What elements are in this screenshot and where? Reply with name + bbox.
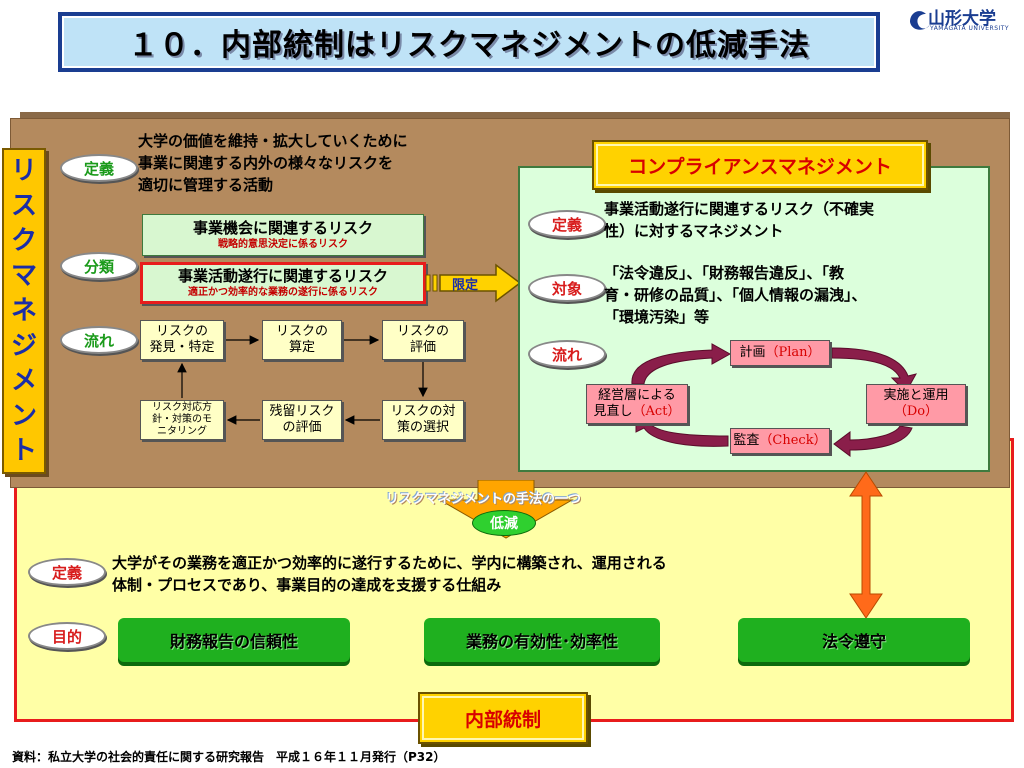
pdca-check-ja: 監査: [733, 433, 760, 448]
business-opportunity-risk-title: 事業機会に関連するリスク: [192, 219, 373, 237]
compliance-title: コンプライアンスマネジメント: [596, 144, 924, 186]
cycle-arrow-do-check: [833, 425, 913, 457]
flow-monitor-box: リスク対応方針・対策のモニタリング: [140, 400, 224, 440]
pdca-do-en: （Do）: [893, 404, 939, 419]
rm-definition-tag: 定義: [60, 154, 138, 182]
flow-line: の評価: [282, 420, 322, 435]
vertical-char: ク: [10, 225, 37, 256]
cm-definition-text: 事業活動遂行に関連するリスク（不確実 性）に対するマネジメント: [604, 198, 974, 242]
cm-target-line: 育・研修の品質」、「個人情報の漏洩」、: [604, 286, 867, 304]
purpose-legal-compliance: 法令遵守: [738, 618, 970, 662]
flow-line: 算定: [288, 340, 315, 355]
business-opportunity-risk-box: 事業機会に関連するリスク 戦略的意思決定に係るリスク: [142, 214, 424, 256]
vertical-char: ジ: [10, 330, 37, 361]
business-activity-risk-title: 事業活動遂行に関連するリスク: [177, 267, 388, 285]
cm-target-text: 「法令違反」、「財務報告違反」、「教 育・研修の品質」、「個人情報の漏洩」、 「…: [604, 262, 984, 328]
flow-line: リスクの: [155, 324, 208, 339]
double-arrow-icon: [849, 471, 883, 619]
university-name: 山形大学: [928, 9, 996, 29]
ic-definition-tag: 定義: [28, 558, 106, 586]
pdca-act-en: （Act）: [632, 404, 681, 419]
pdca-plan-ja: 計画: [739, 345, 766, 360]
pdca-act-box: 経営層による見直し（Act）: [586, 384, 688, 424]
source-note: 資料：私立大学の社会的責任に関する研究報告 平成１６年１１月発行（P32）: [12, 750, 446, 764]
pdca-do-ja: 実施と運用: [883, 388, 949, 403]
university-name-en: YAMAGATA UNIVERSITY: [930, 25, 1010, 32]
pdca-plan-box: 計画（Plan）: [730, 340, 830, 366]
page-title: １０．内部統制はリスクマネジメントの低減手法: [62, 16, 876, 68]
flow-line: リスク対応方: [152, 402, 212, 413]
rm-definition-line: 大学の価値を維持・拡大していくために: [138, 132, 408, 150]
flow-discover-box: リスクの発見・特定: [140, 320, 224, 360]
flow-line: リスクの: [275, 324, 328, 339]
pdca-do-box: 実施と運用（Do）: [866, 384, 966, 424]
pdca-check-box: 監査（Check）: [730, 428, 830, 454]
ic-definition-text: 大学がその業務を適正かつ効率的に遂行するために、学内に構築され、運用される 体制…: [112, 552, 832, 596]
vertical-char: ネ: [10, 295, 37, 326]
flow-line: 評価: [409, 340, 436, 355]
ic-definition-line: 大学がその業務を適正かつ効率的に遂行するために、学内に構築され、運用される: [112, 554, 667, 572]
vertical-char: マ: [10, 260, 37, 291]
limit-label: 限定: [452, 278, 479, 293]
vertical-char: ス: [10, 190, 37, 221]
title-banner: １０．内部統制はリスクマネジメントの低減手法: [58, 12, 880, 72]
rm-definition-text: 大学の価値を維持・拡大していくために 事業に関連する内外の様々なリスクを 適切に…: [138, 130, 478, 196]
pdca-check-en: （Check）: [759, 433, 827, 448]
cm-definition-line: 事業活動遂行に関連するリスク（不確実: [604, 200, 875, 218]
risk-frame-top-edge: [20, 112, 1010, 120]
flow-line: 発見・特定: [149, 340, 215, 355]
rm-definition-line: 事業に関連する内外の様々なリスクを: [138, 154, 394, 172]
ic-purpose-tag: 目的: [28, 622, 106, 650]
university-logo-icon: [910, 11, 930, 30]
flow-line: 策の選択: [396, 420, 449, 435]
flow-line: リスクの: [396, 324, 449, 339]
cycle-arrow-act-plan: [631, 343, 732, 385]
flow-select-box: リスクの対策の選択: [382, 400, 464, 440]
rm-flow-tag: 流れ: [60, 326, 138, 354]
cm-target-line: 「環境汚染」等: [604, 308, 710, 326]
reduce-label: 低減: [472, 510, 536, 536]
purpose-operational-efficiency: 業務の有効性･効率性: [424, 618, 660, 662]
pdca-act-ja: 経営層による: [598, 388, 676, 403]
ic-definition-line: 体制・プロセスであり、事業目的の達成を支援する仕組み: [112, 576, 502, 594]
reduce-down-arrow-icon: [438, 480, 574, 539]
vertical-char: リ: [10, 155, 37, 186]
limit-arrow-icon: [425, 263, 522, 303]
vertical-char: ン: [10, 400, 37, 431]
pdca-plan-en: （Plan）: [765, 345, 821, 360]
cm-definition-line: 性）に対するマネジメント: [604, 222, 784, 240]
rm-classification-tag: 分類: [60, 252, 138, 280]
flow-line: 針・対策のモ: [152, 414, 212, 425]
flow-residual-box: 残留リスクの評価: [262, 400, 342, 440]
business-opportunity-risk-sub: 戦略的意思決定に係るリスク: [218, 239, 348, 250]
pdca-act-ja2: 見直し: [593, 404, 633, 419]
internal-control-title: 内部統制: [422, 696, 584, 740]
flow-evaluate-box: リスクの評価: [382, 320, 464, 360]
flow-line: ニタリング: [157, 426, 207, 437]
cm-target-line: 「法令違反」、「財務報告違反」、「教: [604, 264, 845, 282]
rm-definition-line: 適切に管理する活動: [138, 176, 274, 194]
purpose-financial-reporting: 財務報告の信頼性: [118, 618, 350, 662]
cm-definition-tag: 定義: [528, 210, 606, 238]
vertical-char: ト: [10, 435, 37, 466]
internal-control-title-box: 内部統制: [418, 692, 588, 744]
cm-flow-tag: 流れ: [528, 340, 606, 368]
flow-line: リスクの対: [390, 404, 456, 419]
business-activity-risk-sub: 適正かつ効率的な業務の遂行に係るリスク: [188, 287, 378, 298]
compliance-title-box: コンプライアンスマネジメント: [592, 140, 928, 190]
vertical-char: メ: [10, 365, 37, 396]
method-label: リスクマネジメントの手法の一つ: [386, 492, 582, 507]
risk-management-vertical-label: リ ス ク マ ネ ジ メ ン ト: [2, 148, 46, 474]
flow-line: 残留リスク: [269, 404, 335, 419]
cm-target-tag: 対象: [528, 274, 606, 302]
flow-calculate-box: リスクの算定: [262, 320, 342, 360]
business-activity-risk-box: 事業活動遂行に関連するリスク 適正かつ効率的な業務の遂行に係るリスク: [140, 262, 426, 304]
